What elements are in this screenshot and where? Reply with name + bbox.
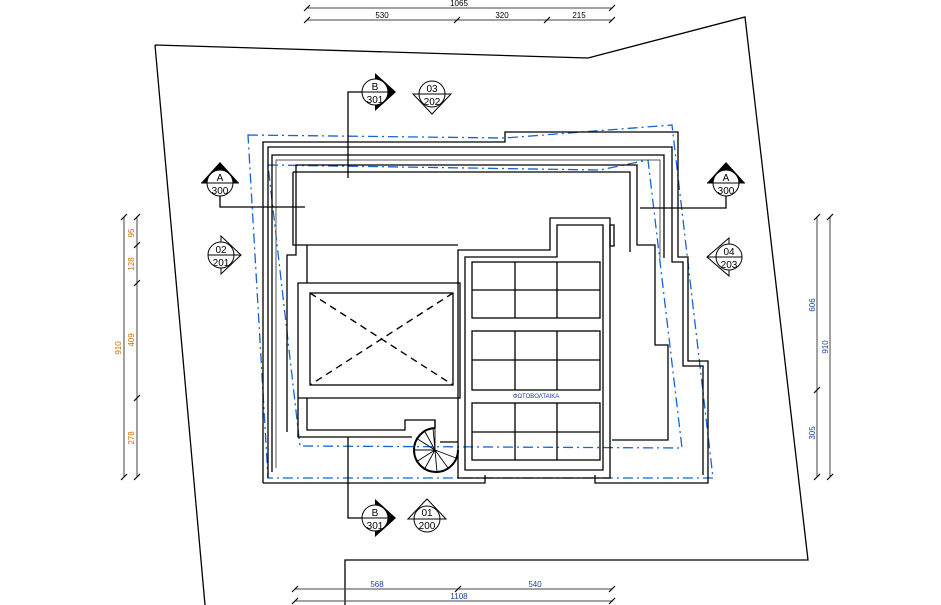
svg-text:910: 910 — [114, 341, 123, 355]
svg-text:215: 215 — [572, 11, 586, 20]
svg-text:04: 04 — [723, 247, 735, 258]
inner-blue-line — [267, 159, 683, 449]
svg-text:200: 200 — [419, 521, 436, 532]
upper-volume-inner — [292, 171, 631, 252]
void-opening — [309, 292, 454, 386]
parapet — [271, 154, 665, 472]
svg-text:03: 03 — [426, 84, 438, 95]
svg-text:910: 910 — [821, 340, 830, 354]
svg-text:A: A — [217, 173, 224, 184]
svg-text:301: 301 — [367, 95, 384, 106]
svg-text:95: 95 — [127, 228, 136, 237]
pv-enclosure-outer — [457, 217, 611, 479]
outer-wall-inner — [267, 146, 704, 478]
svg-text:01: 01 — [421, 508, 433, 519]
pv-panel-group — [471, 402, 601, 461]
svg-text:B: B — [372, 508, 379, 519]
dimension-bottom: 568 540 1108 — [291, 580, 616, 605]
section-marker-b-top[interactable]: B 301 — [361, 73, 396, 111]
svg-text:301: 301 — [367, 521, 384, 532]
section-marker-a-right[interactable]: A 300 — [707, 162, 745, 197]
svg-text:606: 606 — [808, 298, 817, 312]
svg-text:1108: 1108 — [450, 592, 468, 601]
pv-side-element — [609, 224, 615, 247]
section-marker-a-left[interactable]: A 300 — [201, 162, 239, 197]
spiral-stair — [413, 420, 459, 473]
pv-panel-group — [471, 330, 601, 391]
site-boundary — [154, 16, 809, 605]
svg-text:530: 530 — [375, 11, 389, 20]
courtyard-outline — [297, 245, 461, 438]
svg-text:568: 568 — [370, 580, 384, 589]
pv-label: ΦΩΤΟΒΟΛΤΑΙΚΑ — [513, 394, 560, 400]
section-marker-b-bottom[interactable]: B 301 — [361, 499, 396, 537]
svg-text:540: 540 — [528, 580, 542, 589]
dimension-left: 910 95 128 409 278 — [114, 213, 141, 481]
elevation-marker-01[interactable]: 01 200 — [406, 498, 448, 533]
svg-text:201: 201 — [213, 258, 230, 269]
svg-text:1065: 1065 — [450, 0, 468, 8]
elevation-marker-02[interactable]: 02 201 — [207, 234, 242, 276]
void-cross — [309, 292, 454, 386]
section-line-a — [219, 195, 727, 209]
upper-volume-outer — [286, 164, 669, 441]
svg-text:300: 300 — [212, 186, 229, 197]
svg-text:305: 305 — [808, 426, 817, 440]
section-line-b — [347, 91, 362, 519]
svg-text:02: 02 — [215, 245, 227, 256]
svg-text:202: 202 — [424, 97, 441, 108]
svg-text:409: 409 — [127, 333, 136, 347]
elevation-marker-03[interactable]: 03 202 — [411, 80, 453, 115]
svg-text:203: 203 — [721, 260, 738, 271]
elevation-marker-04[interactable]: 04 203 — [706, 236, 743, 278]
svg-text:278: 278 — [127, 431, 136, 445]
dimension-right: 606 305 910 — [808, 213, 834, 481]
pv-enclosure-inner — [464, 224, 604, 471]
pv-panel-group — [471, 261, 601, 319]
dimension-top: 1065 530 320 215 — [303, 0, 616, 24]
svg-text:B: B — [372, 82, 379, 93]
svg-text:320: 320 — [495, 11, 509, 20]
parapet-inner — [275, 159, 661, 468]
svg-text:128: 128 — [127, 257, 136, 271]
svg-text:300: 300 — [718, 186, 735, 197]
outer-blue-line — [247, 124, 714, 479]
svg-text:A: A — [723, 173, 730, 184]
